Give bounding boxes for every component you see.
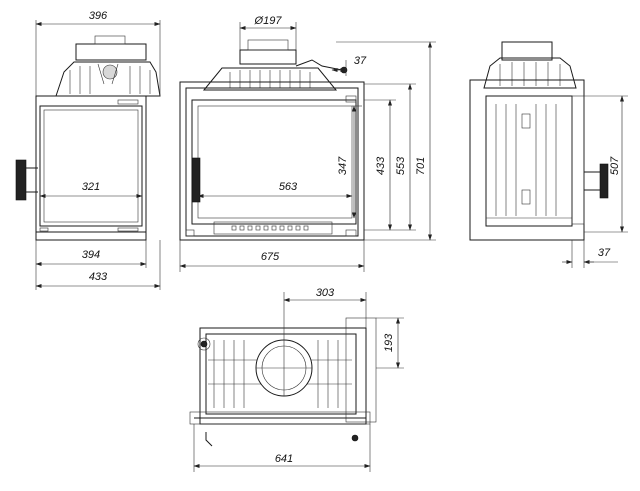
dim-front-outer-width: 675	[261, 251, 280, 263]
top-view	[189, 292, 404, 472]
dim-side-top-width: 396	[89, 10, 108, 22]
dim-side-glass-width: 321	[82, 181, 100, 193]
dim-front-glass-width: 563	[279, 181, 298, 193]
side-handle	[15, 159, 27, 201]
dim-back-depth-offset: 37	[598, 247, 611, 259]
dim-flue-diameter: Ø197	[254, 15, 283, 27]
dim-front-inner-height: 433	[375, 156, 387, 175]
dim-front-collar-offset: 37	[354, 55, 367, 67]
back-handle	[599, 163, 609, 199]
back-view	[469, 41, 628, 268]
dim-side-inner-width: 394	[82, 249, 100, 261]
dim-front-glass-height: 347	[337, 156, 349, 175]
front-handle	[191, 157, 201, 203]
dim-front-total-height: 701	[415, 157, 427, 175]
dim-top-flue-offset: 303	[316, 287, 335, 299]
front-view	[179, 22, 436, 272]
dimension-labels: 396 321 394 433 Ø197 37 563 675 347 433 …	[82, 10, 621, 465]
air-slots	[213, 221, 333, 235]
dim-top-total-width: 641	[275, 453, 293, 465]
side-view	[15, 20, 161, 290]
dim-side-outer-width: 433	[89, 271, 108, 283]
dim-front-mid-height: 553	[395, 156, 407, 175]
dim-back-height: 507	[609, 156, 621, 175]
dim-top-flue-depth: 193	[383, 333, 395, 352]
